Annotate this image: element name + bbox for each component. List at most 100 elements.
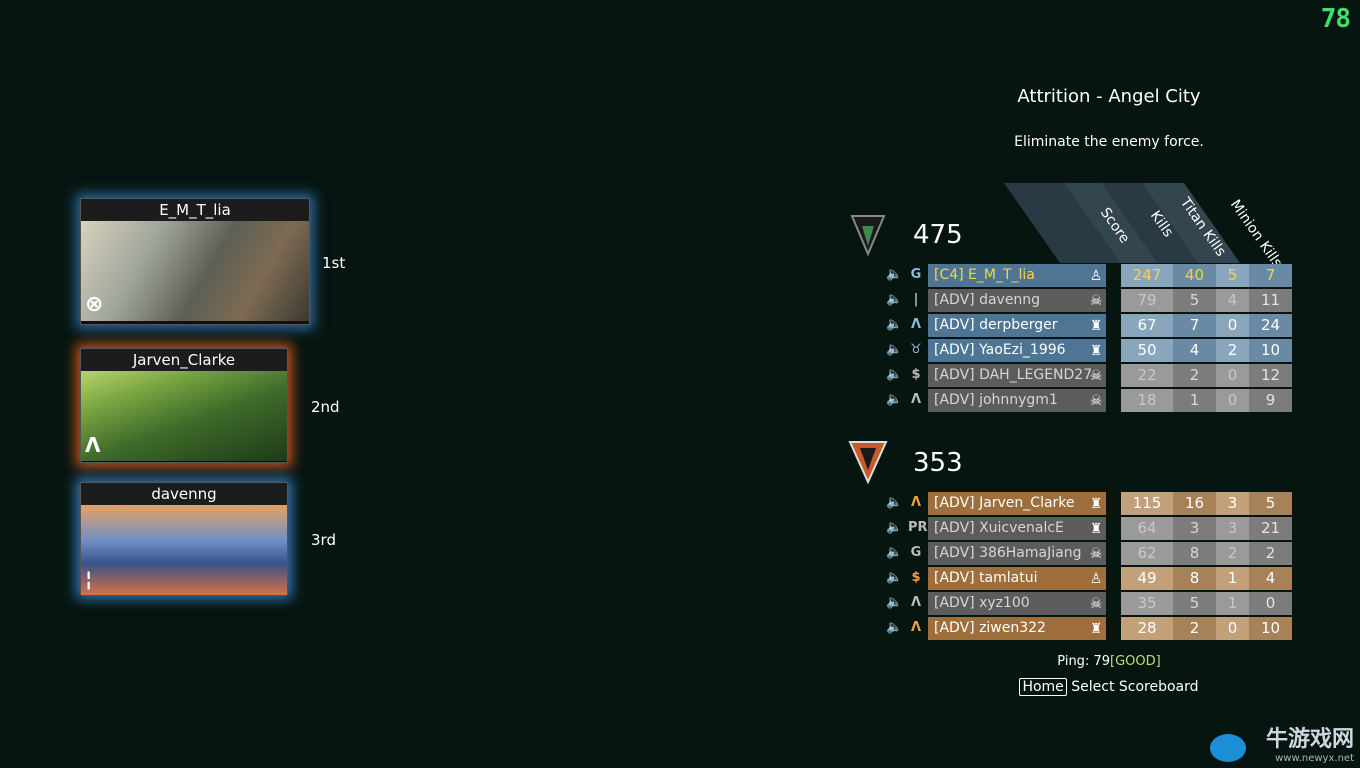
player-minion-kills: 10 (1249, 339, 1292, 362)
class-badge-icon: ⊗ (85, 292, 104, 317)
player-name-bar (928, 289, 1106, 312)
top-player-card-2: Jarven_Clarke Λ (80, 348, 288, 463)
objective-text: Eliminate the enemy force. (1014, 134, 1204, 150)
player-score: 67 (1121, 314, 1173, 337)
player-class-icon: $ (911, 570, 921, 585)
watermark-url: www.newyx.net (1275, 753, 1354, 764)
class-badge-icon: ¦ (85, 567, 93, 591)
watermark-logo-icon (1210, 734, 1246, 762)
player-name-bar (928, 617, 1106, 640)
watermark: 牛游戏网 www.newyx.net (1266, 721, 1354, 764)
player-minion-kills: 5 (1249, 492, 1292, 515)
speaker-icon[interactable]: 🔈 (886, 495, 903, 510)
speaker-icon[interactable]: 🔈 (886, 545, 903, 560)
player-minion-kills: 0 (1249, 592, 1292, 615)
player-name: [ADV] XuicvenalcE (934, 520, 1064, 536)
speaker-icon[interactable]: 🔈 (886, 317, 903, 332)
player-minion-kills: 7 (1249, 264, 1292, 287)
player-score: 49 (1121, 567, 1173, 590)
speaker-icon[interactable]: 🔈 (886, 392, 903, 407)
player-name: [ADV] davenng (934, 292, 1041, 308)
player-kills: 3 (1173, 517, 1216, 540)
player-titan-kills: 5 (1216, 264, 1249, 287)
player-class-icon: Λ (910, 595, 922, 610)
player-class-icon: $ (911, 367, 921, 382)
player-name-bar (928, 517, 1106, 540)
player-card-art: Λ (81, 371, 287, 461)
fps-counter: 78 (1320, 4, 1351, 34)
place-label: 2nd (311, 398, 340, 416)
player-class-icon: Λ (910, 317, 922, 332)
speaker-icon[interactable]: 🔈 (886, 367, 903, 382)
player-name: [ADV] ziwen322 (934, 620, 1046, 636)
player-status-icon: ♙ (1089, 571, 1103, 587)
player-name-bar (928, 264, 1106, 287)
player-score: 35 (1121, 592, 1173, 615)
speaker-icon[interactable]: 🔈 (886, 520, 903, 535)
speaker-icon[interactable]: 🔈 (886, 267, 903, 282)
select-scoreboard-hint[interactable]: Home Select Scoreboard (960, 678, 1258, 696)
player-name: [ADV] xyz100 (934, 595, 1030, 611)
player-kills: 16 (1173, 492, 1216, 515)
player-titan-kills: 4 (1216, 289, 1249, 312)
player-name: [ADV] 386HamaJiang (934, 545, 1082, 561)
speaker-icon[interactable]: 🔈 (886, 292, 903, 307)
player-titan-kills: 0 (1216, 364, 1249, 387)
player-name: [ADV] johnnygm1 (934, 392, 1058, 408)
player-status-icon: ♜ (1089, 318, 1103, 334)
speaker-icon[interactable]: 🔈 (886, 620, 903, 635)
player-name-bar (928, 339, 1106, 362)
place-label: 3rd (311, 531, 336, 549)
player-score: 79 (1121, 289, 1173, 312)
player-titan-kills: 1 (1216, 592, 1249, 615)
speaker-icon[interactable]: 🔈 (886, 342, 903, 357)
player-name: [ADV] Jarven_Clarke (934, 495, 1075, 511)
player-score: 64 (1121, 517, 1173, 540)
player-name-bar (928, 314, 1106, 337)
player-name: [ADV] DAH_LEGEND27 (934, 367, 1093, 383)
team-logo-icon (848, 441, 888, 484)
player-titan-kills: 2 (1216, 339, 1249, 362)
player-minion-kills: 9 (1249, 389, 1292, 412)
top-player-name: Jarven_Clarke (81, 349, 287, 371)
speaker-icon[interactable]: 🔈 (886, 595, 903, 610)
player-minion-kills: 2 (1249, 542, 1292, 565)
player-titan-kills: 0 (1216, 314, 1249, 337)
player-class-icon: Λ (910, 392, 922, 407)
ping-readout: Ping: 79[GOOD] (1000, 654, 1218, 669)
player-name-bar (928, 389, 1106, 412)
player-status-icon: ☠ (1089, 546, 1103, 562)
player-kills: 2 (1173, 617, 1216, 640)
player-name: [ADV] tamlatui (934, 570, 1038, 586)
speaker-icon[interactable]: 🔈 (886, 570, 903, 585)
home-key: Home (1019, 678, 1067, 696)
player-kills: 8 (1173, 542, 1216, 565)
player-kills: 7 (1173, 314, 1216, 337)
player-status-icon: ♜ (1089, 343, 1103, 359)
player-card-art: ¦ (81, 505, 287, 595)
player-status-icon: ♜ (1089, 496, 1103, 512)
player-score: 115 (1121, 492, 1173, 515)
class-badge-icon: Λ (85, 433, 101, 457)
player-class-icon: ♉ (910, 342, 922, 357)
player-minion-kills: 10 (1249, 617, 1292, 640)
team-score: 353 (913, 448, 963, 478)
player-kills: 5 (1173, 289, 1216, 312)
player-titan-kills: 0 (1216, 617, 1249, 640)
player-name: [ADV] YaoEzi_1996 (934, 342, 1066, 358)
player-class-icon: PRO (908, 520, 939, 535)
player-status-icon: ♙ (1089, 268, 1103, 284)
ping-quality: [GOOD] (1110, 654, 1161, 669)
